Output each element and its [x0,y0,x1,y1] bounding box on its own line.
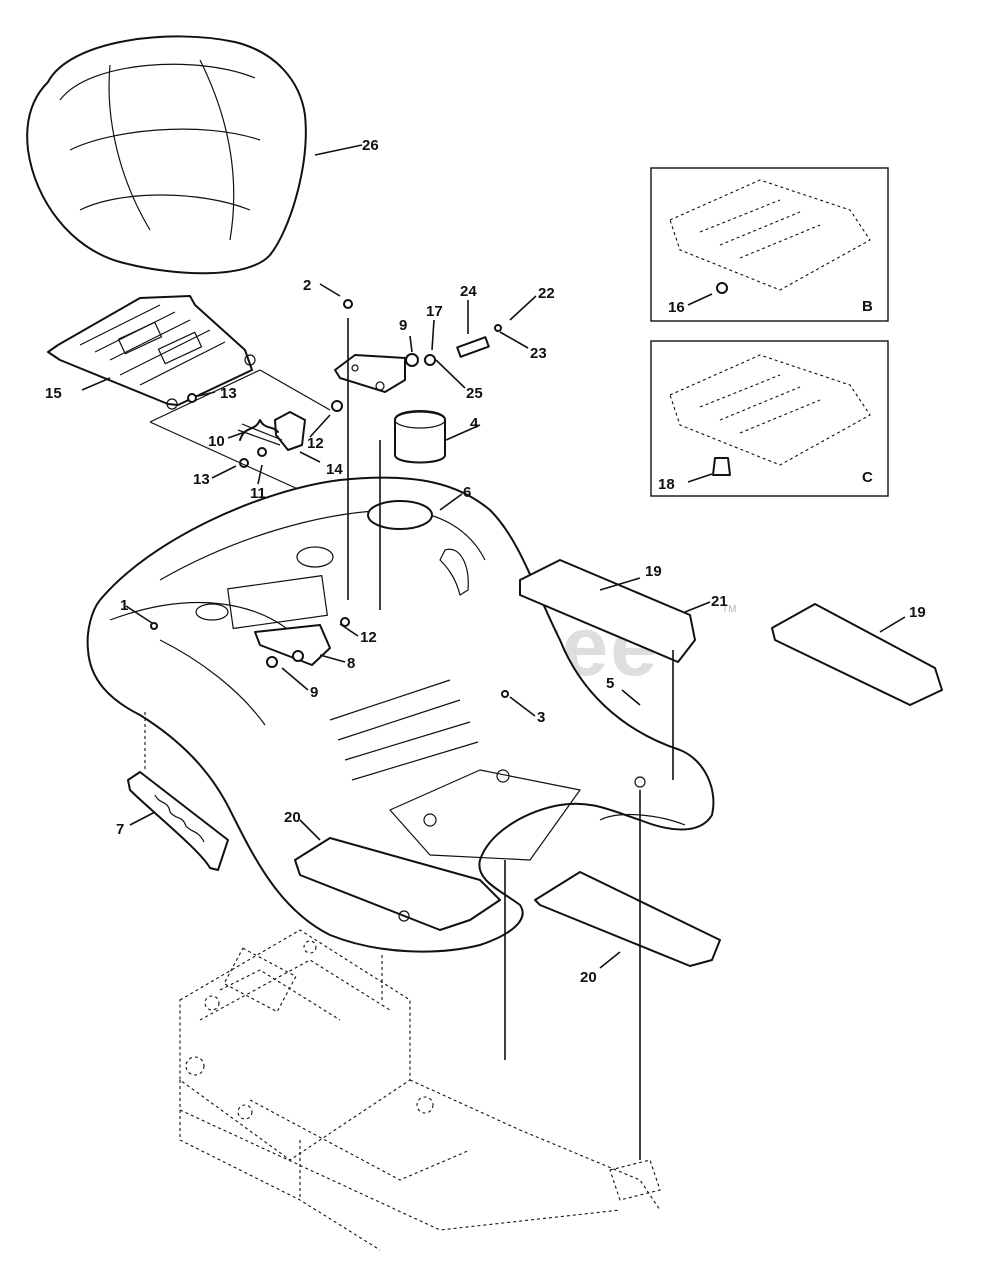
callout-labels: 26 15 13 10 11 13 12 14 2 9 17 24 22 23 … [45,137,926,986]
callout-26: 26 [362,137,379,154]
callout-15: 15 [45,385,62,402]
callout-18: 18 [658,476,675,493]
inset-label-b: B [862,298,873,315]
callout-23: 23 [530,345,547,362]
callout-22: 22 [538,285,555,302]
seat-bracket-assembly [149,299,502,491]
hinge-bracket [127,771,229,871]
callout-16: 16 [668,299,685,316]
callout-2: 2 [303,277,311,294]
callout-7: 7 [116,821,124,838]
callout-13-upper: 13 [220,385,237,402]
callout-13-lower: 13 [193,471,210,488]
callout-3: 3 [537,709,545,726]
callout-10: 10 [208,433,225,450]
inset-c [650,340,889,497]
seat-cushion [26,35,307,275]
seat-pan [47,295,256,410]
footrest-hole [398,910,410,922]
callout-24: 24 [460,283,477,300]
callout-17: 17 [426,303,443,320]
callout-9-upper: 9 [399,317,407,334]
callout-25: 25 [466,385,483,402]
rear-pad [519,559,696,663]
leader-lines [81,144,906,969]
rear-pad-separate [771,603,943,706]
watermark-trademark: TM [722,604,736,615]
callout-11: 11 [250,485,266,502]
fender-body [86,476,715,953]
callout-1: 1 [120,597,128,614]
callout-4: 4 [470,415,479,432]
callout-8: 8 [347,655,355,672]
callout-12-lower: 12 [360,629,377,646]
callout-20-body: 20 [284,809,301,826]
footrest-pad-separate [534,871,721,967]
callout-6: 6 [463,484,471,501]
tractor-frame [179,929,661,1251]
inset-b [650,167,889,322]
callout-14: 14 [326,461,343,478]
hinge-bracket-notches [154,794,205,843]
footrest-pad-left [294,837,501,931]
callout-12-upper: 12 [307,435,324,452]
inset-label-c: C [862,469,873,486]
callout-5: 5 [606,675,614,692]
callout-20-separate: 20 [580,969,597,986]
callout-19-separate: 19 [909,604,926,621]
callout-21: 21 [711,593,728,610]
callout-9-lower: 9 [310,684,318,701]
callout-19-body: 19 [645,563,662,580]
